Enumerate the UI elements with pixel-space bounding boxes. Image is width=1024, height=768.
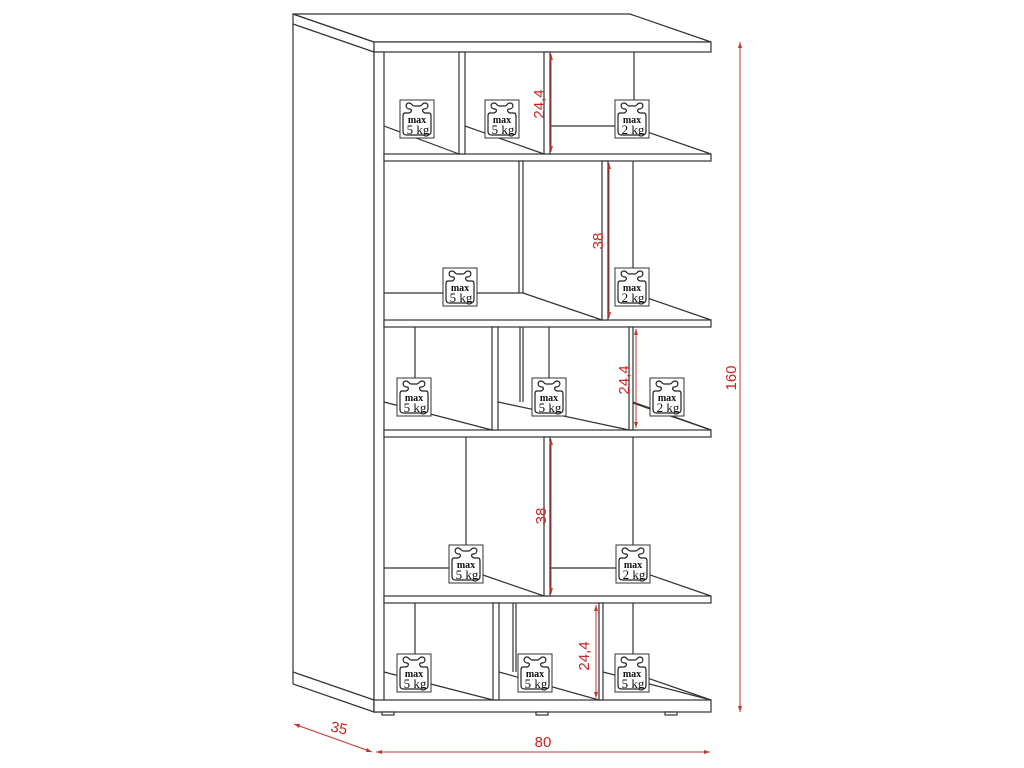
dimension-total-height: 160	[723, 365, 740, 390]
dimension-row-3: 24,4	[616, 365, 633, 394]
weight-badge-icon: max 5 kg	[399, 99, 435, 139]
row-4-partitions	[384, 436, 634, 597]
dimension-width: 80	[535, 734, 552, 751]
svg-text:5 kg: 5 kg	[525, 676, 548, 691]
svg-text:5 kg: 5 kg	[407, 122, 430, 137]
svg-text:2 kg: 2 kg	[622, 290, 645, 305]
shelves	[383, 125, 712, 701]
svg-text:5 kg: 5 kg	[539, 400, 562, 415]
svg-text:max: max	[457, 560, 475, 571]
svg-text:5 kg: 5 kg	[404, 400, 427, 415]
svg-text:5 kg: 5 kg	[404, 676, 427, 691]
svg-text:5 kg: 5 kg	[492, 122, 515, 137]
bottom-panel	[373, 699, 712, 713]
side-panel	[292, 13, 375, 713]
weight-badge-icon: max 5 kg	[396, 653, 432, 693]
weight-badge-icon: max 5 kg	[517, 653, 553, 693]
dimension-row-5: 24,4	[576, 641, 593, 670]
svg-text:max: max	[526, 669, 544, 680]
weight-badge-icon: max 5 kg	[448, 544, 484, 584]
svg-text:max: max	[408, 115, 426, 126]
dimension-row-2: 38	[590, 233, 607, 250]
dimension-depth: 35	[329, 719, 349, 739]
svg-text:max: max	[624, 560, 642, 571]
svg-text:max: max	[623, 669, 641, 680]
dimension-lines: 24,4 38 24,4 38 24,4 160 80	[293, 42, 742, 754]
weight-badge-icon: max 5 kg	[614, 653, 650, 693]
left-upright	[373, 51, 385, 713]
svg-text:5 kg: 5 kg	[450, 290, 473, 305]
weight-badge-icon: max 2 kg	[614, 267, 650, 307]
top-panel-front	[373, 41, 712, 53]
svg-text:2 kg: 2 kg	[623, 567, 646, 582]
dimension-row-1: 24,4	[531, 89, 548, 118]
svg-text:2 kg: 2 kg	[622, 122, 645, 137]
shelf-2	[383, 319, 712, 328]
svg-text:max: max	[405, 393, 423, 404]
svg-text:5 kg: 5 kg	[456, 567, 479, 582]
svg-text:5 kg: 5 kg	[622, 676, 645, 691]
svg-text:max: max	[658, 393, 676, 404]
weight-badge-icon: max 5 kg	[531, 377, 567, 417]
shelf-4	[383, 595, 712, 604]
weight-badge-icon: max 2 kg	[614, 99, 650, 139]
svg-text:max: max	[405, 669, 423, 680]
weight-badge-icon: max 5 kg	[442, 267, 478, 307]
row-2-partitions	[384, 160, 634, 321]
dimension-row-4: 38	[533, 508, 550, 525]
svg-text:2 kg: 2 kg	[657, 400, 680, 415]
weight-badge-icon: max 5 kg	[484, 99, 520, 139]
load-badges: max 5 kg max 5 kg max 2 kg max 5 kg max …	[396, 99, 685, 693]
svg-text:max: max	[623, 283, 641, 294]
shelf-3	[383, 429, 712, 438]
svg-text:max: max	[540, 393, 558, 404]
svg-text:max: max	[451, 283, 469, 294]
weight-badge-icon: max 2 kg	[615, 544, 651, 584]
weight-badge-icon: max 5 kg	[396, 377, 432, 417]
weight-badge-icon: max 2 kg	[649, 377, 685, 417]
svg-text:max: max	[493, 115, 511, 126]
svg-text:max: max	[623, 115, 641, 126]
cabinet-body	[292, 13, 712, 716]
shelf-1	[383, 153, 712, 162]
